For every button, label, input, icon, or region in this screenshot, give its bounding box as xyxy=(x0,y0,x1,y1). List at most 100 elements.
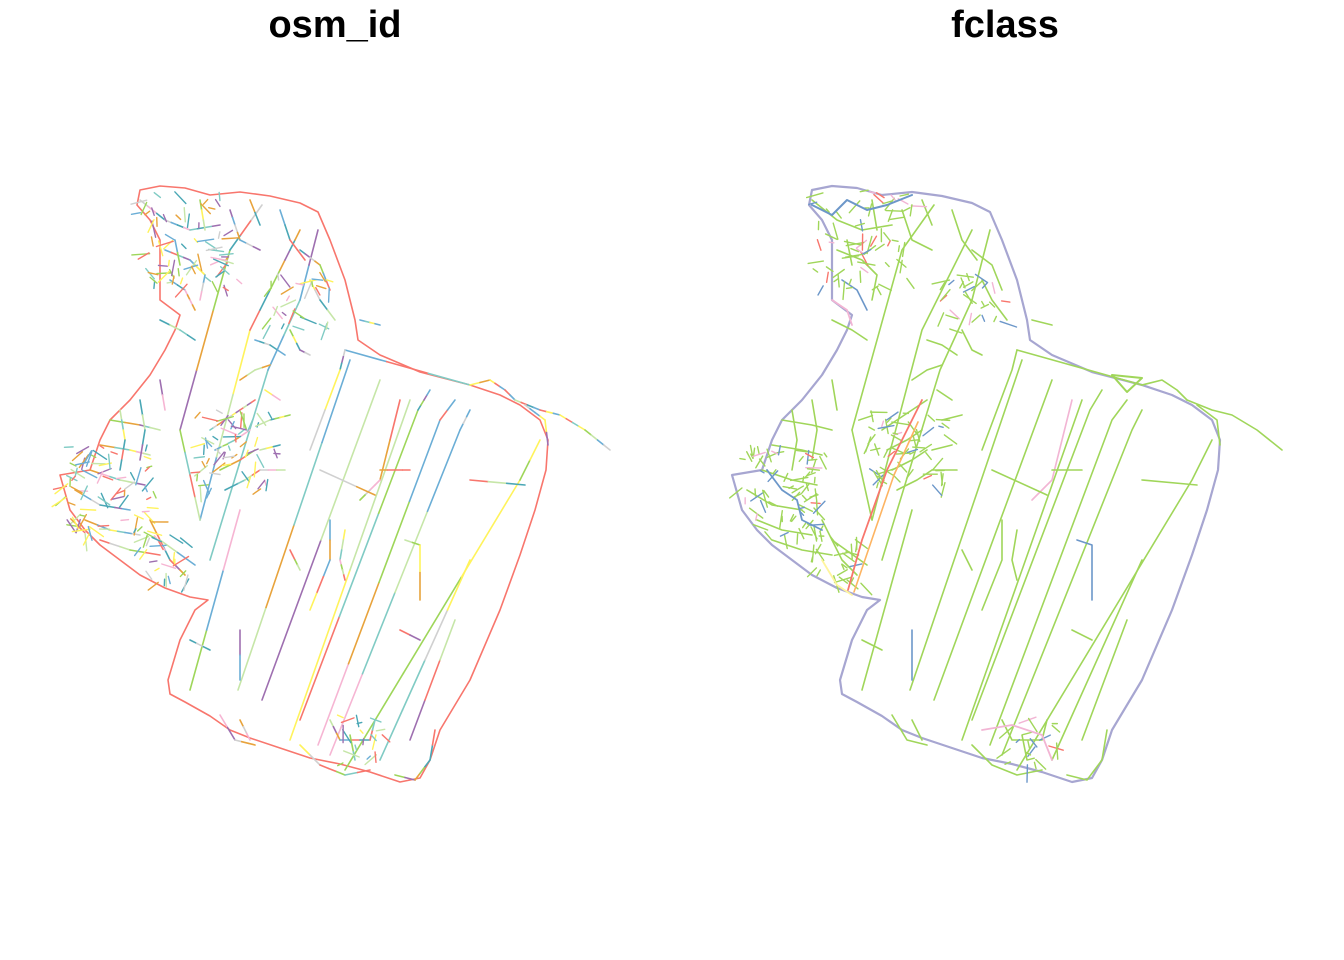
road-segment xyxy=(120,449,125,461)
minor-road-segment xyxy=(136,526,143,532)
minor-road-segment xyxy=(814,488,818,503)
road-segment xyxy=(340,355,345,365)
road-network-osm xyxy=(51,185,611,783)
road-segment xyxy=(250,204,263,221)
minor-road-segment xyxy=(342,750,360,758)
minor-road-segment xyxy=(167,259,170,267)
minor-road-segment xyxy=(257,480,266,490)
minor-road-segment xyxy=(789,513,795,522)
road-segment xyxy=(989,399,1128,746)
road-segment xyxy=(424,659,441,701)
road-segment xyxy=(119,545,131,551)
minor-road-segment xyxy=(1021,731,1033,736)
minor-road-segment xyxy=(974,273,989,284)
minor-road-segment xyxy=(1000,300,1011,303)
road-segment xyxy=(489,379,496,385)
road-segment xyxy=(931,444,953,451)
road-segment xyxy=(254,211,261,226)
minor-road-segment xyxy=(151,536,163,543)
road-segment xyxy=(135,450,145,455)
road-segment xyxy=(149,519,158,535)
road-segment xyxy=(424,759,431,768)
road-segment xyxy=(320,379,381,541)
minor-road-segment xyxy=(748,507,764,519)
minor-road-segment xyxy=(783,472,789,482)
minor-road-segment xyxy=(222,286,229,292)
road-segment xyxy=(219,714,229,729)
road-segment xyxy=(971,389,1103,721)
road-segment xyxy=(519,459,531,481)
road-segment xyxy=(340,564,344,571)
minor-road-segment xyxy=(370,734,377,742)
minor-road-segment xyxy=(169,534,184,544)
minor-road-segment xyxy=(779,531,789,537)
minor-road-segment xyxy=(891,239,899,243)
minor-road-segment xyxy=(863,443,870,455)
minor-road-segment xyxy=(848,278,852,286)
minor-road-segment xyxy=(71,516,79,530)
minor-road-segment xyxy=(810,556,814,563)
minor-road-segment xyxy=(883,232,891,241)
minor-road-segment xyxy=(239,441,247,448)
minor-road-segment xyxy=(783,534,788,550)
perimeter-road xyxy=(59,185,549,783)
minor-road-segment xyxy=(78,454,90,469)
minor-road-segment xyxy=(819,455,827,470)
minor-road-segment xyxy=(764,531,773,541)
road-segment xyxy=(159,539,179,554)
minor-road-segment xyxy=(144,210,151,216)
minor-road-segment xyxy=(813,507,826,521)
road-segment xyxy=(222,509,241,571)
minor-road-segment xyxy=(767,470,779,483)
road-segment xyxy=(355,485,376,496)
road-segment xyxy=(176,551,196,566)
minor-road-segment xyxy=(902,207,911,212)
road-segment xyxy=(179,569,186,576)
minor-road-segment xyxy=(143,531,156,539)
road-segment xyxy=(329,719,335,728)
minor-road-segment xyxy=(265,478,269,492)
minor-road-segment xyxy=(170,259,176,277)
road-segment xyxy=(374,322,381,326)
road-segment xyxy=(1001,409,1143,756)
road-segment xyxy=(176,224,185,229)
road-segment xyxy=(164,249,173,254)
minor-road-segment xyxy=(183,264,199,270)
road-segment xyxy=(349,399,411,571)
road-segment xyxy=(369,484,376,491)
road-segment xyxy=(374,479,381,486)
road-segment xyxy=(417,404,422,411)
minor-road-segment xyxy=(83,450,93,464)
minor-road-segment xyxy=(166,281,172,284)
minor-road-segment xyxy=(199,485,202,503)
steps-line xyxy=(847,399,923,591)
minor-road-segment xyxy=(115,489,125,495)
road-segment xyxy=(429,744,434,761)
minor-road-segment xyxy=(221,237,240,240)
road-segment xyxy=(106,505,116,509)
minor-road-segment xyxy=(74,467,78,478)
minor-road-segment xyxy=(1035,758,1047,770)
minor-road-segment xyxy=(833,278,839,283)
minor-road-segment xyxy=(285,295,290,302)
road-segment xyxy=(304,252,311,259)
minor-road-segment xyxy=(943,434,958,445)
road-segment xyxy=(239,219,253,236)
road-segment xyxy=(851,429,873,521)
road-segment xyxy=(327,767,338,773)
road-segment xyxy=(189,474,196,499)
minor-road-segment xyxy=(369,717,382,723)
minor-road-segment xyxy=(752,523,769,531)
road-segment xyxy=(189,227,199,231)
minor-road-segment xyxy=(875,469,884,482)
road-segment xyxy=(871,229,973,521)
road-segment xyxy=(487,480,508,485)
road-segment xyxy=(494,382,501,388)
road-segment xyxy=(189,299,194,306)
minor-road-segment xyxy=(811,459,817,474)
minor-road-segment xyxy=(837,273,840,288)
road-segment xyxy=(195,642,205,648)
road-segment xyxy=(195,309,215,371)
minor-road-segment xyxy=(888,216,905,221)
road-segment xyxy=(901,209,933,251)
